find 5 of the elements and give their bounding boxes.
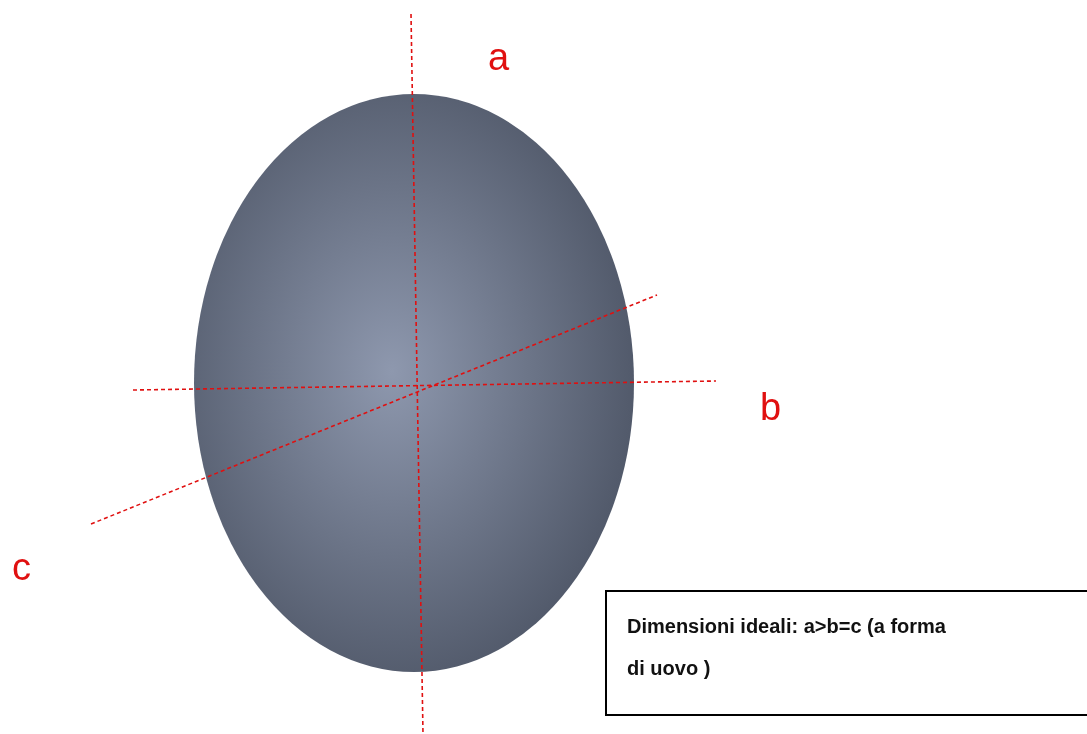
- axis-label: a: [488, 38, 510, 76]
- note-box: [605, 590, 1087, 716]
- axis-label: b: [760, 388, 782, 426]
- note-text: Dimensioni ideali: a>b=c (a forma di uovo ): [627, 614, 947, 681]
- axis-label: c: [12, 548, 31, 586]
